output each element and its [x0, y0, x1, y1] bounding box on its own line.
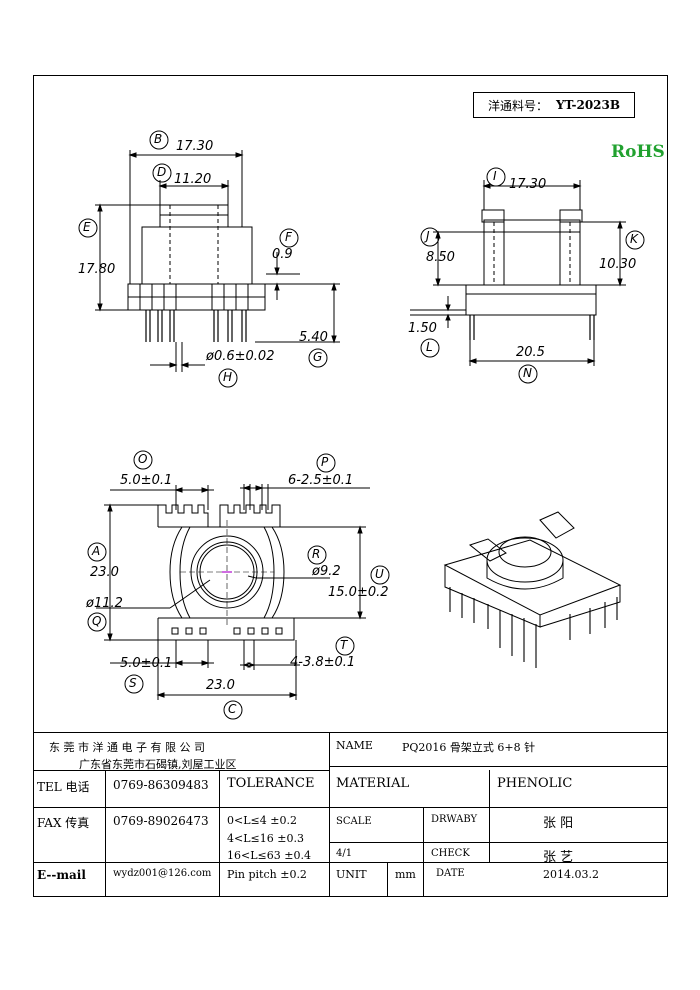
tolerance-label: TOLERANCE	[227, 776, 315, 791]
fax-label: FAX 传真	[37, 816, 90, 830]
email-value: wydz001@126.com	[113, 868, 212, 879]
check-label: CHECK	[431, 848, 470, 859]
side-base	[465, 284, 597, 316]
drawing-frame	[33, 75, 668, 897]
side-body	[483, 219, 581, 286]
part-number: YT-2023B	[555, 98, 621, 112]
unit-value: mm	[395, 868, 416, 881]
date-value: 2014.03.2	[543, 868, 599, 881]
part-number-label: 洋通料号：	[487, 98, 548, 113]
pin-pitch: Pin pitch ±0.2	[227, 868, 307, 881]
drawby-value: 张 阳	[543, 816, 574, 831]
tel-value: 0769-86309483	[113, 778, 209, 792]
side-view	[410, 180, 626, 366]
company-address: 广东省东莞市石碣镇,刘屋工业区	[79, 758, 237, 771]
tolerance-3: 16<L≤63 ±0.4	[227, 849, 311, 862]
top-view	[96, 484, 370, 700]
name-value: PQ2016 骨架立式 6+8 针	[402, 741, 536, 754]
isometric-view	[443, 511, 622, 668]
check-value: 张 艺	[543, 850, 574, 865]
material-value: PHENOLIC	[497, 776, 573, 791]
scale-label: SCALE	[336, 816, 372, 827]
title-block: 东 莞 市 洋 通 电 子 有 限 公 司 广东省东莞市石碣镇,刘屋工业区 NA…	[33, 732, 668, 897]
front-body	[141, 226, 253, 285]
tel-label: TEL 电话	[37, 780, 90, 794]
tolerance-1: 0<L≤4 ±0.2	[227, 814, 297, 827]
rohs-mark: RoHS	[611, 142, 665, 162]
name-label: NAME	[336, 739, 373, 752]
part-number-box: 洋通料号： YT-2023B	[473, 92, 635, 118]
drawby-label: DRWABY	[431, 814, 478, 825]
scale-value: 4/1	[336, 848, 353, 859]
front-view	[95, 150, 340, 372]
fax-value: 0769-89026473	[113, 814, 209, 828]
date-label: DATE	[436, 868, 465, 879]
company-name: 东 莞 市 洋 通 电 子 有 限 公 司	[49, 741, 205, 754]
front-top-flange	[159, 204, 229, 228]
material-label: MATERIAL	[336, 776, 410, 791]
email-label: E--mail	[37, 868, 86, 882]
tolerance-2: 4<L≤16 ±0.3	[227, 832, 304, 845]
unit-label: UNIT	[336, 868, 367, 881]
